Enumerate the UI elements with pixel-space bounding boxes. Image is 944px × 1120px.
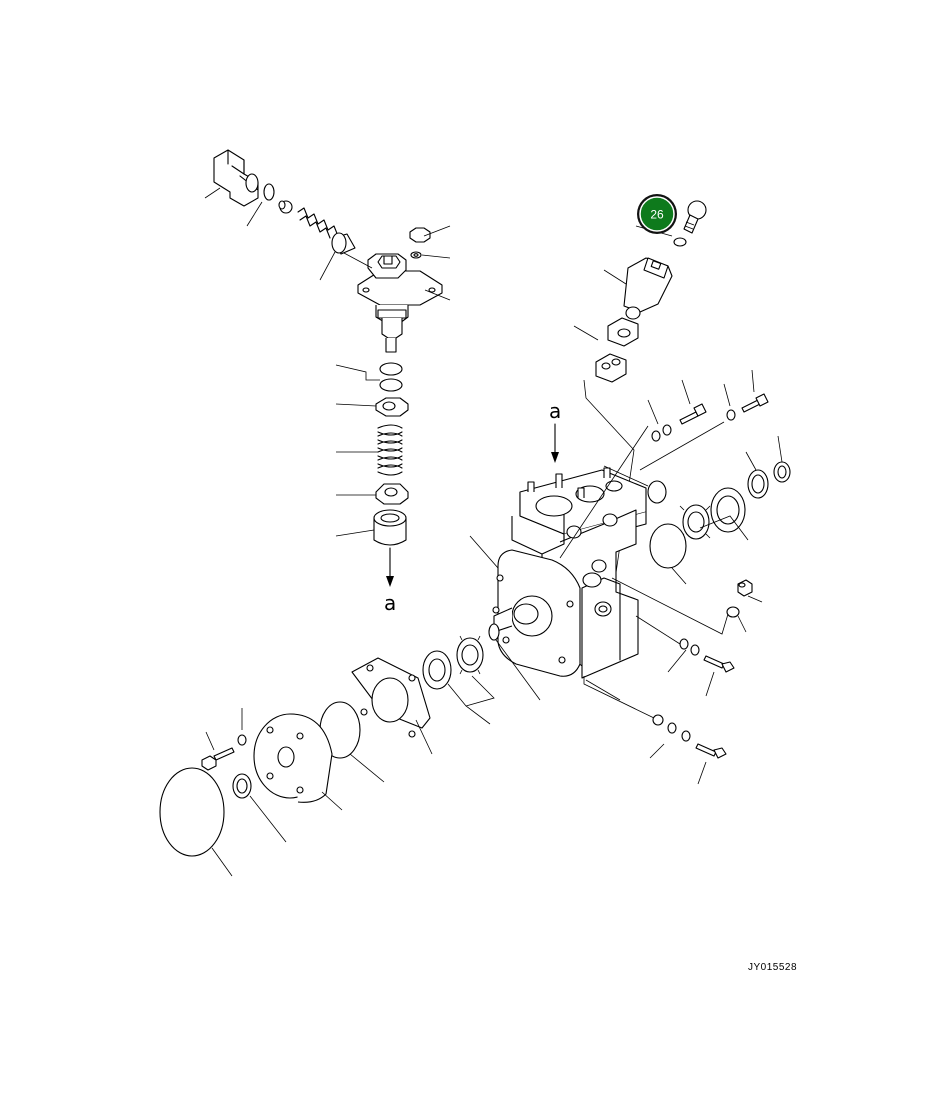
fitting-assembly [204,149,356,281]
callout-26-fill [639,196,675,232]
sleeve [331,232,356,255]
spring-seat-upper [335,397,409,417]
pressure-sensor [623,257,673,320]
oil-seal [232,773,287,843]
sensor-bolt [683,200,707,234]
plunger-spring [336,424,403,476]
drive-gear [456,635,495,707]
pump-housing: a [469,399,647,701]
cover-o-ring [159,767,233,877]
o-ring-small [263,183,275,201]
callout-26-label: 26 [650,208,664,222]
valve-spring-upper [297,207,339,239]
cover-plate-gasket [351,657,433,755]
fasteners-lower-right [583,577,763,785]
o-ring-pair [335,362,403,392]
sensor-gaskets [595,317,639,383]
callout-26[interactable]: 26 [637,194,677,234]
bolt-washer-left [201,708,247,771]
sensor-assembly: 26 [573,194,707,601]
bearing-seal [422,650,491,725]
sensor-washer [673,237,687,247]
figure-id: JY015528 [748,962,797,973]
view-arrow-top: a [549,399,561,463]
view-marker-a-bottom: a [384,591,396,615]
view-marker-a-top: a [549,399,561,423]
union-fitting [213,149,259,207]
view-arrow-bottom: a [384,547,396,615]
plunger-assembly [343,225,451,353]
flange-plate [253,713,343,811]
gear-assembly-right [559,369,791,585]
valve-ball [278,200,293,214]
tappet [335,509,407,546]
spring-seat-lower [336,483,409,505]
